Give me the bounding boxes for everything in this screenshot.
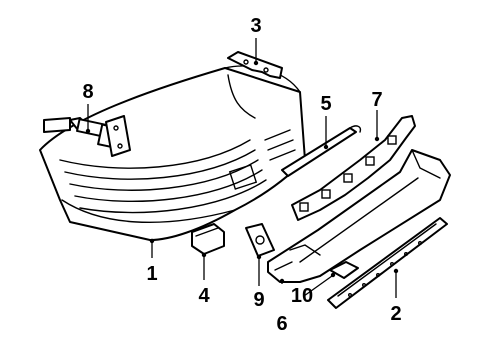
callout-1: 1 [146,263,157,285]
retainer-strip [281,125,362,177]
callout-4: 4 [198,285,210,307]
rear-bumper-cover [39,65,306,241]
callout-9: 9 [253,289,264,311]
callout-2: 2 [390,303,401,325]
end-bracket [329,261,359,279]
callout-7: 7 [371,89,382,111]
upper-bracket [227,51,283,79]
mounting-plate [245,223,275,257]
energy-absorber [291,115,416,221]
impact-bar [267,149,451,283]
shock-absorber [43,115,131,157]
callout-5: 5 [320,93,331,115]
reinforcement-strip [327,217,448,309]
callout-3: 3 [250,15,261,37]
callout-10: 10 [291,285,313,307]
callout-8: 8 [82,81,93,103]
side-marker-bracket [191,223,225,255]
callout-6: 6 [276,313,287,335]
leader-lines [85,38,399,298]
